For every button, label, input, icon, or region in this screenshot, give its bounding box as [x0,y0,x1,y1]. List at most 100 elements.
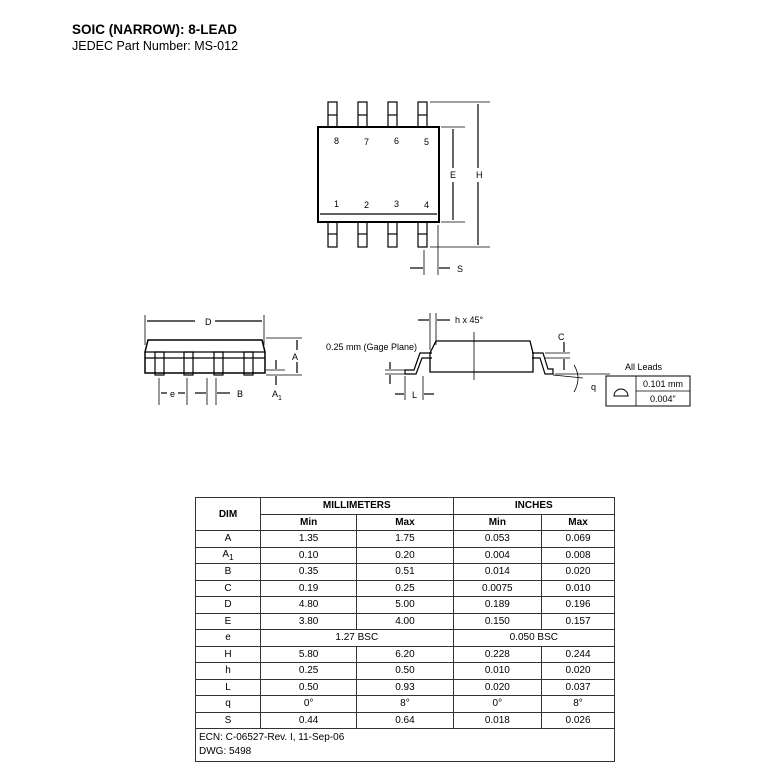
table-row: q 0° 8° 0° 8° [195,695,615,713]
top-leads [327,101,428,248]
side-view-lead: h x 45° 0.25 mm (Gage Plane) C L q All L… [326,313,691,407]
cell-mm-min: 0.44 [259,711,358,729]
coplanarity-in: 0.004" [650,394,676,404]
cell-mm-min-text: 5.80 [298,648,319,660]
dwg-text: DWG: 5498 [199,746,252,757]
cell-in-min: 0.018 [452,711,543,729]
table-footer: ECN: C-06527-Rev. I, 11-Sep-06 DWG: 5498 [195,728,615,762]
cell-in-max-text: 8° [573,698,583,710]
cell-mm-min-text: 3.80 [298,615,319,627]
cell-in-min-text: 0.228 [484,648,510,660]
cell-mm-max: 1.75 [356,530,454,548]
cell-mm-min: 3.80 [259,612,358,630]
cell-dim-text: L [225,681,231,693]
cell-mm-min-text: 0.44 [298,714,319,726]
cell-in-max-text: 0.020 [565,665,591,677]
cell-dim: L [195,678,261,696]
header-dim: DIM [195,497,261,531]
cell-mm-min-text: 0° [303,698,314,710]
cell-mm-max: 0.51 [356,563,454,581]
cell-in-max: 0.020 [541,662,615,680]
cell-dim: A1 [195,546,261,564]
cell-mm-max: 0.64 [356,711,454,729]
dim-label-s: S [457,264,463,274]
table-row: A 1.35 1.75 0.053 0.069 [195,530,615,548]
cell-dim-text: C [224,582,232,594]
cell-dim-text: q [225,698,231,710]
cell-in-max-text: 0.069 [565,533,591,545]
cell-mm-min: 0.50 [259,678,358,696]
header-inches: INCHES [452,497,616,515]
cell-mm-max: 4.00 [356,612,454,630]
dim-label-h-chamfer: h x 45° [455,315,484,325]
cell-mm-max: 0.25 [356,579,454,597]
pin-label: 8 [334,136,339,146]
cell-in-bsc-text: 0.050 BSC [509,632,558,644]
cell-in-bsc: 0.050 BSC [452,629,616,647]
page-title: SOIC (NARROW): 8-LEAD [72,22,237,37]
cell-in-min: 0.0075 [452,579,543,597]
gage-plane-label: 0.25 mm (Gage Plane) [326,342,417,352]
cell-in-max: 0.196 [541,596,615,614]
cell-in-max-text: 0.037 [565,681,591,693]
header-millimeters: MILLIMETERS [260,497,454,515]
cell-mm-max: 0.50 [356,662,454,680]
cell-in-min: 0.053 [452,530,543,548]
cell-in-min: 0.020 [452,678,543,696]
cell-mm-min-text: 0.10 [298,549,319,561]
cell-in-max: 0.037 [541,678,615,696]
cell-in-min: 0.010 [452,662,543,680]
cell-in-min-text: 0.018 [484,714,510,726]
cell-mm-min: 5.80 [259,645,358,663]
cell-dim: S [195,711,261,729]
cell-mm-min: 1.35 [259,530,358,548]
cell-in-min-text: 0.189 [484,599,510,611]
cell-dim-text: e [225,632,231,644]
cell-in-max: 8° [541,695,615,713]
cell-in-min-text: 0.020 [484,681,510,693]
cell-in-max-text: 0.020 [565,566,591,578]
cell-mm-max: 5.00 [356,596,454,614]
cell-in-max: 0.008 [541,546,615,564]
dim-label-a1: A1 [272,389,282,402]
cell-in-min: 0° [452,695,543,713]
cell-dim-text: A [222,548,230,560]
header-in-max: Max [541,513,615,531]
cell-in-min-text: 0° [492,698,503,710]
cell-dim-text: A [224,533,232,545]
cell-in-max-text: 0.010 [565,582,591,594]
cell-mm-min: 0.10 [259,546,358,564]
cell-mm-min-text: 1.35 [298,533,319,545]
cell-in-max: 0.010 [541,579,615,597]
cell-dim-text: h [225,665,231,677]
dim-label-l: L [412,390,417,400]
dim-subscript: 1 [229,551,234,562]
cell-mm-max-text: 4.00 [395,615,415,627]
cell-in-min: 0.228 [452,645,543,663]
dim-label-d: D [205,317,212,327]
cell-mm-min: 0.19 [259,579,358,597]
cell-in-max-text: 0.026 [565,714,591,726]
side-view-d: D A e B A1 [144,315,302,405]
cell-mm-max-text: 1.75 [395,533,415,545]
cell-dim: D [195,596,261,614]
dim-label-q: q [591,382,596,392]
cell-in-max: 0.244 [541,645,615,663]
cell-mm-min-text: 0.35 [298,566,319,578]
cell-mm-bsc: 1.27 BSC [260,629,454,647]
dimensions-table: DIM MILLIMETERS INCHES Min Max Min Max A… [195,497,616,762]
cell-in-max: 0.026 [541,711,615,729]
pin-label: 1 [334,199,339,209]
pin-label: 4 [424,200,429,210]
table-row: e 1.27 BSC 0.050 BSC [195,629,616,647]
cell-mm-max: 0.93 [356,678,454,696]
cell-dim: e [195,629,261,647]
cell-in-max-text: 0.157 [565,615,591,627]
cell-dim: h [195,662,261,680]
cell-dim-text: E [224,615,232,627]
cell-mm-max-text: 8° [400,698,410,710]
